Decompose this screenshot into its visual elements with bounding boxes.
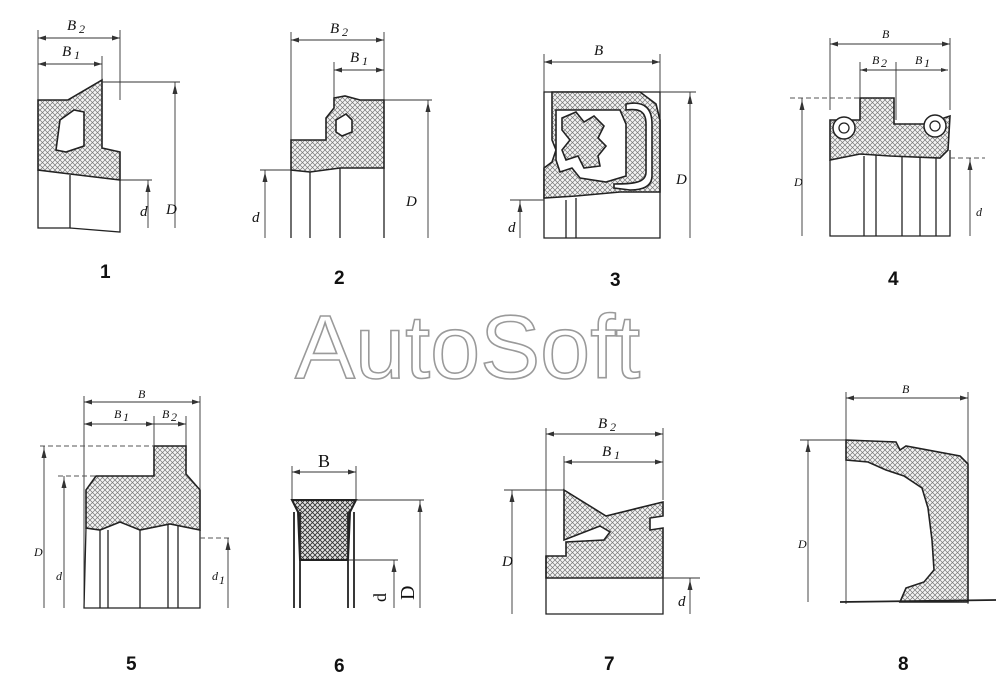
watermark-text: AutoSoft (295, 298, 640, 398)
fig1-label-b1: B (62, 44, 71, 60)
fig6-number: 6 (334, 656, 345, 677)
fig4-number: 4 (888, 269, 899, 290)
fig8-label-b: B (902, 382, 910, 396)
fig2-label-b2-sub: 2 (342, 25, 348, 39)
fig2-label-D: D (405, 194, 417, 210)
fig5-label-d1: d (212, 569, 219, 583)
fig5-label-b1-sub: 1 (123, 410, 129, 424)
fig2-label-b1: B (350, 50, 359, 66)
figure-6: B d D 6 (290, 451, 424, 677)
fig6-label-D: D (397, 586, 419, 600)
fig2-label-b2: B (330, 21, 339, 37)
fig8-label-D: D (797, 537, 807, 551)
fig3-number: 3 (610, 270, 621, 291)
fig5-label-b: B (138, 387, 146, 401)
figure-5: B B 1 B 2 D d d 1 5 (33, 387, 232, 675)
fig5-label-b2-sub: 2 (171, 410, 177, 424)
fig7-label-b2: B (598, 416, 607, 432)
fig3-label-b: B (594, 43, 603, 59)
fig4-label-D: D (793, 175, 803, 189)
fig3-label-D: D (675, 172, 687, 188)
fig3-label-d: d (508, 220, 516, 236)
figure-2: B 2 B 1 d D 2 (252, 21, 432, 289)
fig4-label-b2-sub: 2 (881, 56, 887, 70)
fig4-label-d: d (976, 205, 983, 219)
figure-4: B B 2 B 1 D d 4 (790, 27, 985, 290)
fig1-number: 1 (100, 262, 111, 283)
fig6-label-d: d (370, 593, 390, 602)
fig8-number: 8 (898, 654, 909, 675)
fig7-label-b1-sub: 1 (614, 448, 620, 462)
fig5-label-d: d (56, 569, 63, 583)
figure-7: B 2 B 1 D d 7 (501, 416, 700, 675)
fig1-label-b2: B (67, 18, 76, 34)
fig4-label-b: B (882, 27, 890, 41)
fig7-label-b1: B (602, 444, 611, 460)
fig7-number: 7 (604, 654, 615, 675)
fig5-number: 5 (126, 654, 137, 675)
fig7-label-d: d (678, 594, 686, 610)
fig7-label-b2-sub: 2 (610, 420, 616, 434)
fig6-label-b: B (318, 451, 330, 471)
fig1-label-b2-sub: 2 (79, 22, 85, 36)
fig1-label-D: D (165, 202, 177, 218)
fig1-label-b1-sub: 1 (74, 48, 80, 62)
fig1-label-d: d (140, 204, 148, 220)
fig5-label-b2: B (162, 407, 170, 421)
fig4-label-b1: B (915, 53, 923, 67)
fig7-label-D: D (501, 554, 513, 570)
fig5-label-D: D (33, 545, 43, 559)
figure-3: B d D 3 (508, 43, 696, 291)
fig4-label-b1-sub: 1 (924, 56, 930, 70)
fig2-label-d: d (252, 210, 260, 226)
fig2-label-b1-sub: 1 (362, 54, 368, 68)
fig2-number: 2 (334, 268, 345, 289)
fig4-label-b2: B (872, 53, 880, 67)
fig5-label-d1-sub: 1 (219, 573, 225, 587)
fig5-label-b1: B (114, 407, 122, 421)
figure-1: B 2 B 1 d D 1 (37, 18, 180, 283)
figure-8: B D 8 (797, 382, 997, 675)
